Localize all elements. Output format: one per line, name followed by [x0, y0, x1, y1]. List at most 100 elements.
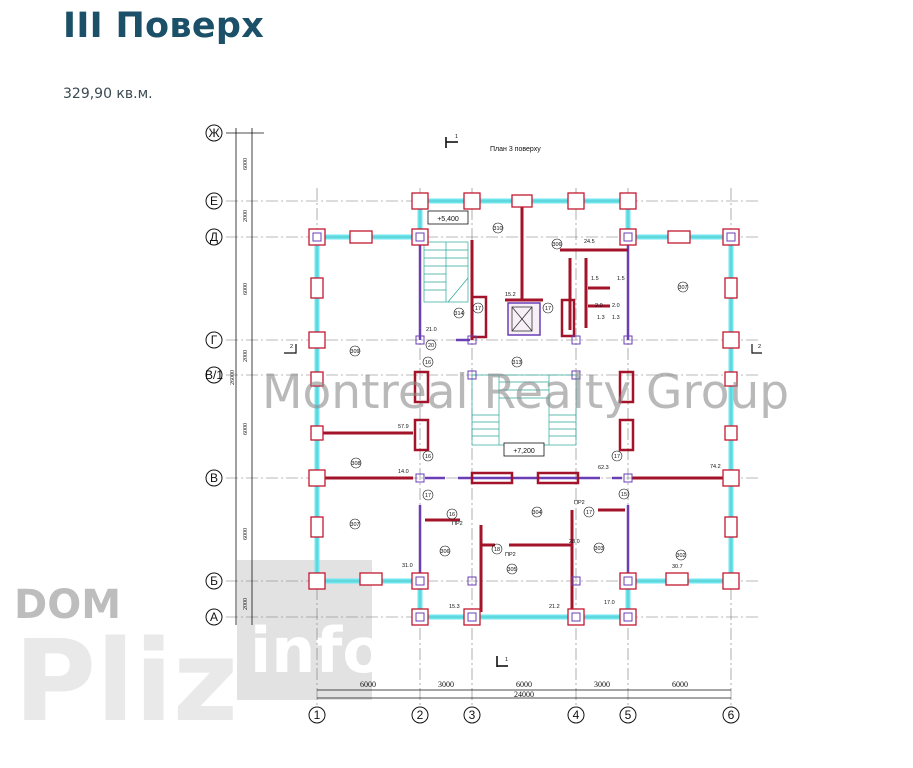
plan-label: 21.0 [426, 327, 437, 333]
plan-shape [722, 469, 740, 487]
plan-shape [491, 543, 503, 555]
plan-shape [308, 331, 326, 349]
plan-shape [623, 232, 633, 242]
plan-label: 302 [676, 553, 685, 559]
plan-shape [511, 356, 523, 368]
plan-label: 305 [507, 567, 516, 573]
plan-shape [724, 516, 738, 538]
plan-label: 1.3 [597, 315, 605, 321]
plan-shape [571, 612, 581, 622]
plan-shape [470, 471, 514, 485]
plan-shape [560, 298, 576, 338]
plan-label: 307 [350, 522, 359, 528]
plan-label: info [250, 614, 385, 687]
plan-label: 17 [475, 306, 481, 312]
plan-shape [467, 612, 477, 622]
plan-label: 1 [455, 134, 458, 140]
plan-label: 6000 [243, 283, 249, 295]
plan-shape [205, 608, 223, 626]
plan-shape: 1 [308, 706, 326, 724]
plan-shape [467, 370, 477, 380]
plan-shape: 4 [567, 706, 585, 724]
domplizinfo-logo: DOM Pliz info [14, 560, 385, 747]
plan-label: 16 [425, 360, 431, 366]
door-marks: ПР2 ПР2 ПР2 [452, 500, 585, 558]
level-mark-5400: +5,400 [427, 210, 469, 225]
floor-area: 329,90 кв.м. [63, 86, 153, 102]
plan-shape [413, 370, 430, 404]
plan-shape [427, 210, 469, 225]
plan-label: 15 [621, 492, 627, 498]
plan-shape [511, 306, 533, 332]
section-mark-bottom [496, 656, 508, 667]
plan-label: 1 [505, 657, 508, 663]
plan-label: 15.3 [449, 604, 460, 610]
plan-shape [611, 450, 623, 462]
plan-label: 1.5 [591, 276, 599, 282]
page-title: III Поверх [63, 6, 265, 46]
plan-shape [618, 488, 630, 500]
plan-label: 31.0 [402, 563, 413, 569]
plan-shape [284, 344, 297, 354]
plan-shape [551, 238, 563, 250]
plan-shape: 2 [411, 706, 429, 724]
plan-label: 5 [625, 708, 632, 722]
plan-label: 18 [494, 547, 500, 553]
plan-shape [506, 563, 518, 575]
plan-shape [567, 608, 585, 626]
plan-shape [593, 542, 605, 554]
plan-shape [492, 222, 504, 234]
area-labels: 24.515.2 21.057.9 14.062.3 74.231.0 28.0… [398, 239, 721, 610]
plan-shape: Ж [205, 124, 223, 142]
plan-shape [470, 295, 488, 339]
plan-shape [472, 302, 484, 314]
plan-label: ПР2 [505, 552, 516, 558]
plan-label: 2.0 [595, 303, 603, 309]
interior-walls [320, 201, 728, 612]
plan-label: 313 [512, 360, 521, 366]
plan-shape [623, 335, 633, 345]
plan-label: 307 [678, 285, 687, 291]
plan-label: Б [210, 574, 218, 588]
row-dimensions: 6000 2000 6000 2000 6000 6000 2000 26000 [230, 158, 249, 610]
plan-shape [425, 339, 437, 351]
plan-label: Ж [208, 126, 219, 140]
plan-shape [439, 545, 451, 557]
plan-label: 62.3 [598, 465, 609, 471]
plan-label: 17 [425, 493, 431, 499]
plan-label: 304 [532, 510, 541, 516]
plan-shape [411, 706, 429, 724]
plan-label: 310 [493, 226, 502, 232]
plan-shape [312, 232, 322, 242]
plan-label: 6 [728, 708, 735, 722]
plan-shape: 5 [619, 706, 637, 724]
plan-label: 15.2 [505, 292, 516, 298]
plan-label: 17 [614, 454, 620, 460]
plan-label: 2000 [243, 350, 249, 362]
plan-shape [724, 277, 738, 299]
stair-upper [423, 241, 469, 303]
watermark-text: Montreal Realty Group [262, 365, 789, 420]
plan-shape [308, 228, 326, 246]
level-mark-7200: +7,200 [503, 442, 545, 457]
plan-shape [205, 366, 223, 384]
plan-shape [724, 425, 738, 441]
plan-label: 17 [586, 510, 592, 516]
column-dimension-chain [317, 689, 731, 699]
plan-shape [619, 572, 637, 590]
elevator-icon [505, 298, 543, 336]
plan-shape [571, 335, 581, 345]
plan-label: 2000 [243, 598, 249, 610]
column-axis-markers: 1 2 3 4 5 6 [308, 706, 740, 724]
column-cores [312, 232, 736, 622]
plan-label: 303 [594, 546, 603, 552]
plan-shape [205, 331, 223, 349]
plan-label: 4 [573, 708, 580, 722]
plan-shape [503, 442, 545, 457]
plan-label: А [210, 610, 218, 624]
plan-shape [411, 228, 429, 246]
plan-label: 308 [351, 461, 360, 467]
plan-label: Д [210, 230, 218, 244]
plan-label: 30.7 [672, 564, 683, 570]
